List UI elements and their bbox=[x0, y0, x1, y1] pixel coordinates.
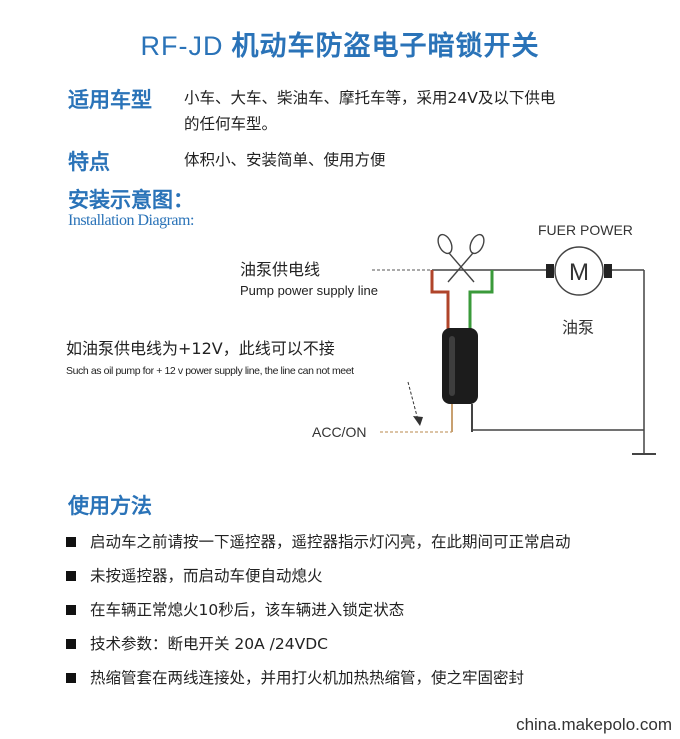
note-cn: 如油泵供电线为+12V，此线可以不接 bbox=[66, 339, 335, 358]
vehicle-heading: 适用车型 bbox=[68, 88, 152, 112]
install-heading: 安装示意图： bbox=[68, 188, 194, 212]
pump-wire-en: Pump power supply line bbox=[240, 283, 378, 298]
features-heading: 特点 bbox=[68, 150, 110, 174]
green-wire bbox=[468, 270, 494, 332]
usage-item: 技术参数：断电开关 20A /24VDC bbox=[66, 629, 571, 663]
usage-item: 在车辆正常熄火10秒后，该车辆进入锁定状态 bbox=[66, 595, 571, 629]
vehicle-text-1: 小车、大车、柴油车、摩托车等，采用24V及以下供电 bbox=[184, 89, 556, 107]
pump-label: 油泵 bbox=[562, 318, 594, 337]
usage-item: 热缩管套在两线连接处，并用打火机加热热缩管，使之牢固密封 bbox=[66, 663, 571, 697]
usage-item: 启动车之前请按一下遥控器，遥控器指示灯闪亮，在此期间可正常启动 bbox=[66, 527, 571, 561]
features-text: 体积小、安装简单、使用方便 bbox=[184, 151, 386, 169]
red-wire bbox=[430, 270, 450, 332]
fuer-power-label: FUER POWER bbox=[538, 222, 633, 238]
bullet-icon bbox=[66, 605, 76, 615]
install-heading-en: Installation Diagram: bbox=[68, 212, 194, 229]
usage-heading: 使用方法 bbox=[68, 494, 152, 518]
pump-wire-cn: 油泵供电线 bbox=[240, 260, 320, 279]
installation-diagram: M FUER POWER 油泵 油泵供电线 Pump power supply … bbox=[66, 222, 656, 455]
motor-circle bbox=[554, 246, 604, 296]
arrow-head-icon bbox=[413, 416, 423, 426]
acc-label: ACC/ON bbox=[312, 424, 366, 440]
lock-module bbox=[442, 328, 478, 404]
note-en: Such as oil pump for + 12 v power supply… bbox=[66, 365, 354, 377]
motor-terminal-right bbox=[604, 264, 612, 278]
vehicle-text-2: 的任何车型。 bbox=[184, 115, 278, 133]
bullet-icon bbox=[66, 639, 76, 649]
usage-list: 启动车之前请按一下遥控器，遥控器指示灯闪亮，在此期间可正常启动 未按遥控器，而启… bbox=[66, 527, 571, 697]
bullet-icon bbox=[66, 571, 76, 581]
bullet-icon bbox=[66, 537, 76, 547]
title-model: RF-JD bbox=[140, 31, 224, 61]
scissors-icon bbox=[437, 233, 485, 283]
motor-symbol: M bbox=[569, 259, 589, 286]
motor-terminal-left bbox=[546, 264, 554, 278]
note-arrow bbox=[407, 381, 419, 421]
bullet-icon bbox=[66, 673, 76, 683]
title-product: 机动车防盗电子暗锁开关 bbox=[231, 31, 540, 62]
watermark-url: china.makepolo.com bbox=[516, 715, 672, 735]
usage-item: 未按遥控器，而启动车便自动熄火 bbox=[66, 561, 571, 595]
